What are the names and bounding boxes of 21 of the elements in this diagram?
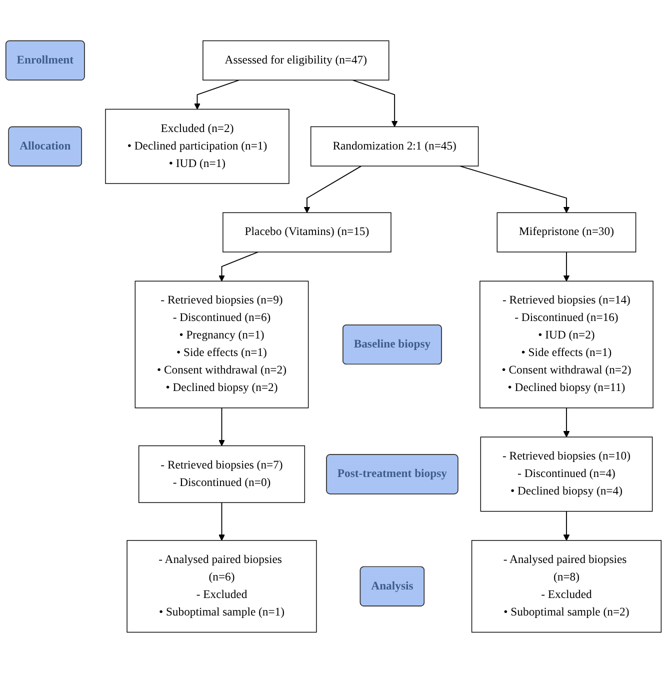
node-box: - Analysed paired biopsies (n=8) - Excluded • Suboptimal sample (n=2) [471,540,662,633]
arrow [218,252,258,282]
arrow [563,407,570,438]
arrow [218,407,225,446]
node-box: - Retrieved biopsies (n=14) - Discontinued (n=16) • IUD (n=2) • Side effects (n=1) • Consent withdrawal (n=2) • Declined biopsy (n=11) [480,280,654,408]
arrow [563,510,570,541]
arrow [304,166,362,213]
node-box: Randomization 2:1 (n=45) [310,126,479,166]
node-box: Placebo (Vitamins) (n=15) [222,212,392,252]
node-box: Excluded (n=2) • Declined participation (n=1) • IUD (n=1) [105,108,290,184]
arrow [218,502,225,541]
arrow [459,166,570,213]
arrow [194,80,240,110]
node-box: - Analysed paired biopsies (n=6) - Excluded • Suboptimal sample (n=1) [126,540,317,633]
node-box: Assessed for eligibility (n=47) [202,40,390,80]
node-box: - Retrieved biopsies (n=9) - Discontinued (n=6) • Pregnancy (n=1) • Side effects (n=1) • Consent withdrawal (n=2) • Declined biopsy (n=2) [134,280,309,408]
node-box: - Retrieved biopsies (n=7) - Discontinued (n=0) [138,445,306,503]
node-box: Mifepristone (n=30) [496,212,636,252]
node-box: - Retrieved biopsies (n=10) - Discontinued (n=4) • Declined biopsy (n=4) [480,436,653,512]
arrow [352,80,398,127]
arrow [563,252,570,282]
